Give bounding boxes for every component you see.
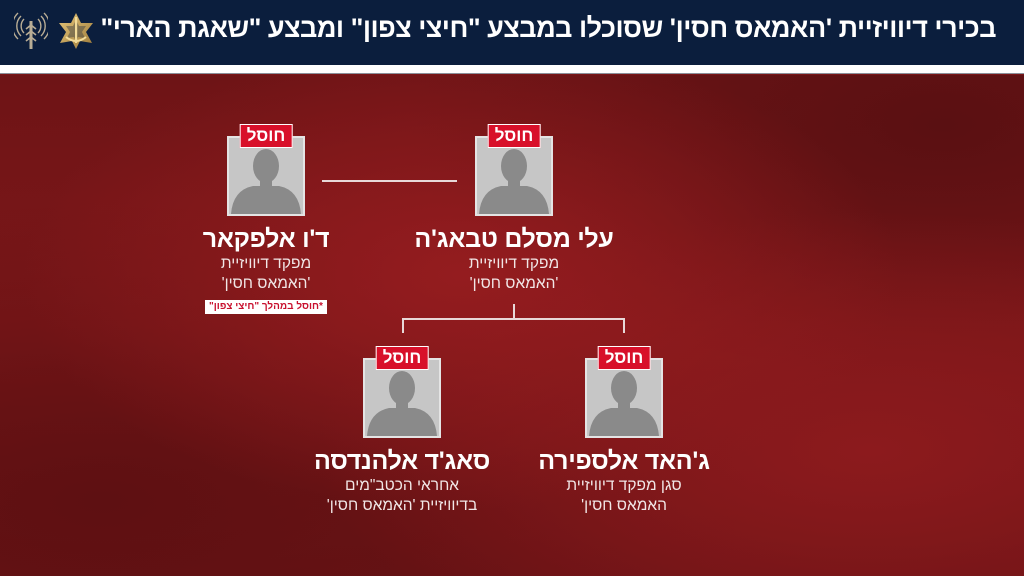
person-silhouette-icon — [363, 358, 441, 438]
photo-frame: חוסל — [474, 124, 554, 216]
connector-subordinates-bar — [402, 318, 624, 320]
connector-left-drop — [402, 318, 404, 333]
person-card-deputy-commander: חוסל ג'האד אלספירה סגן מפקד דיוויזיית הא… — [504, 346, 744, 516]
person-card-commander-predecessor: חוסל ד'ו אלפקאר מפקד דיוויזיית 'האמאס חס… — [146, 124, 386, 314]
connector-right-drop — [623, 318, 625, 333]
person-role-line2: בדיוויזיית 'האמאס חסין' — [326, 497, 478, 514]
eliminated-badge: חוסל — [375, 346, 429, 370]
person-role-line1: מפקד דיוויזיית — [468, 255, 560, 272]
person-silhouette-icon — [585, 358, 663, 438]
person-silhouette-icon — [475, 136, 553, 216]
connector-commander-predecessor — [322, 180, 457, 182]
page-title: בכירי דיוויזיית 'האמאס חסין' שסוכלו במבצ… — [100, 13, 996, 43]
eliminated-badge: חוסל — [239, 124, 293, 148]
person-role-line2: 'האמאס חסין' — [221, 275, 311, 292]
eliminated-badge: חוסל — [597, 346, 651, 370]
person-role-line2: האמאס חסין' — [581, 497, 667, 514]
person-role-line1: אחראי הכטב"מים — [345, 477, 460, 494]
logos — [11, 11, 96, 55]
header-divider — [0, 65, 1024, 74]
person-card-engineering-officer: חוסל סאג'ד אלהנדסה אחראי הכטב"מים בדיווי… — [282, 346, 522, 516]
idf-star-emblem-icon — [56, 11, 96, 55]
elimination-note: *חוסל במהלך "חיצי צפון" — [205, 300, 327, 314]
connector-commander-stem — [513, 304, 515, 319]
person-name: ג'האד אלספירה — [538, 447, 710, 475]
person-card-commander: חוסל עלי מסלם טבאג'ה מפקד דיוויזיית 'האמ… — [394, 124, 634, 294]
person-role-line1: סגן מפקד דיוויזיית — [566, 477, 682, 494]
person-name: ד'ו אלפקאר — [202, 225, 330, 253]
person-name: עלי מסלם טבאג'ה — [414, 225, 614, 253]
person-role-line1: מפקד דיוויזיית — [220, 255, 312, 272]
photo-frame: חוסל — [362, 346, 442, 438]
person-silhouette-icon — [227, 136, 305, 216]
person-name: סאג'ד אלהנדסה — [314, 447, 490, 475]
person-role-line2: 'האמאס חסין' — [469, 275, 559, 292]
eliminated-badge: חוסל — [487, 124, 541, 148]
photo-frame: חוסל — [584, 346, 664, 438]
antenna-emblem-icon — [11, 11, 51, 55]
photo-frame: חוסל — [226, 124, 306, 216]
header-bar: בכירי דיוויזיית 'האמאס חסין' שסוכלו במבצ… — [0, 0, 1024, 65]
